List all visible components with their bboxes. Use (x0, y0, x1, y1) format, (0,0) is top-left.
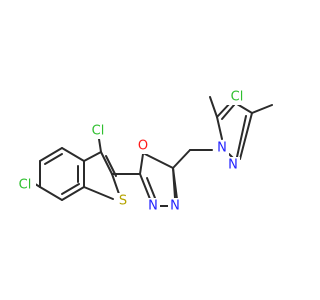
benzene-bond-2 (61, 147, 85, 162)
atom-label-n-pyrazole-1: N (217, 141, 227, 156)
atom-o: O (136, 138, 150, 154)
methyl-5-bond (209, 96, 218, 118)
benzene-double-1 (44, 153, 63, 165)
atom-label-n-pyrazole-2: N (228, 158, 238, 173)
pyrazole-double-1 (221, 104, 235, 120)
thiophene-bond-4 (83, 186, 114, 200)
methyl-3-bond (251, 104, 273, 114)
atom-cl-pyrazole: Cl (226, 89, 248, 105)
benzene-double-2 (61, 183, 80, 195)
thiophene-double (105, 155, 117, 177)
atom-n-oxadiazole-right: N (168, 198, 182, 214)
bond-layer (31, 96, 273, 207)
benzene-bond-4 (61, 186, 85, 201)
thiophene-bond-3 (111, 173, 120, 195)
atom-cl-top: Cl (87, 123, 109, 139)
chain-bond-1 (172, 149, 191, 169)
pyrazole-double-2 (236, 115, 247, 158)
atom-label-layer: Cl Cl S O N N N N (14, 89, 248, 214)
atom-s: S (116, 193, 130, 209)
benzene-bond-1 (39, 147, 63, 162)
oxadiazole-bond-1 (139, 153, 144, 175)
atom-n-oxadiazole-left: N (146, 198, 160, 214)
oxadiazole-double-c (172, 167, 178, 200)
atom-n-pyrazole-1: N (215, 140, 229, 156)
atom-cl-left: Cl (14, 177, 36, 193)
atom-label-s: S (119, 194, 127, 209)
c3-cl-bond (98, 138, 102, 153)
atom-n-pyrazole-2: N (226, 157, 240, 173)
thiophene-bond-1 (83, 151, 102, 162)
atom-label-n-oxadiazole-left: N (148, 199, 158, 214)
oxadiazole-bond-2 (144, 153, 174, 169)
atom-label-cl-left: Cl (19, 178, 32, 193)
molecule-structure-diagram: Cl Cl S O N N N N (14, 89, 273, 214)
oxadiazole-double-b (146, 177, 156, 199)
atom-label-cl-pyrazole: Cl (231, 90, 244, 105)
thiophene-bond-2 (100, 151, 113, 175)
atom-label-n-oxadiazole-right: N (170, 199, 180, 214)
benzene-bond-5 (39, 186, 63, 201)
pyrazole-bond-4 (239, 112, 253, 160)
oxadiazole-double-a (139, 173, 151, 200)
atom-label-o: O (138, 139, 148, 154)
pyrazole-bond-1 (216, 116, 223, 140)
atom-label-cl-top: Cl (92, 124, 105, 139)
